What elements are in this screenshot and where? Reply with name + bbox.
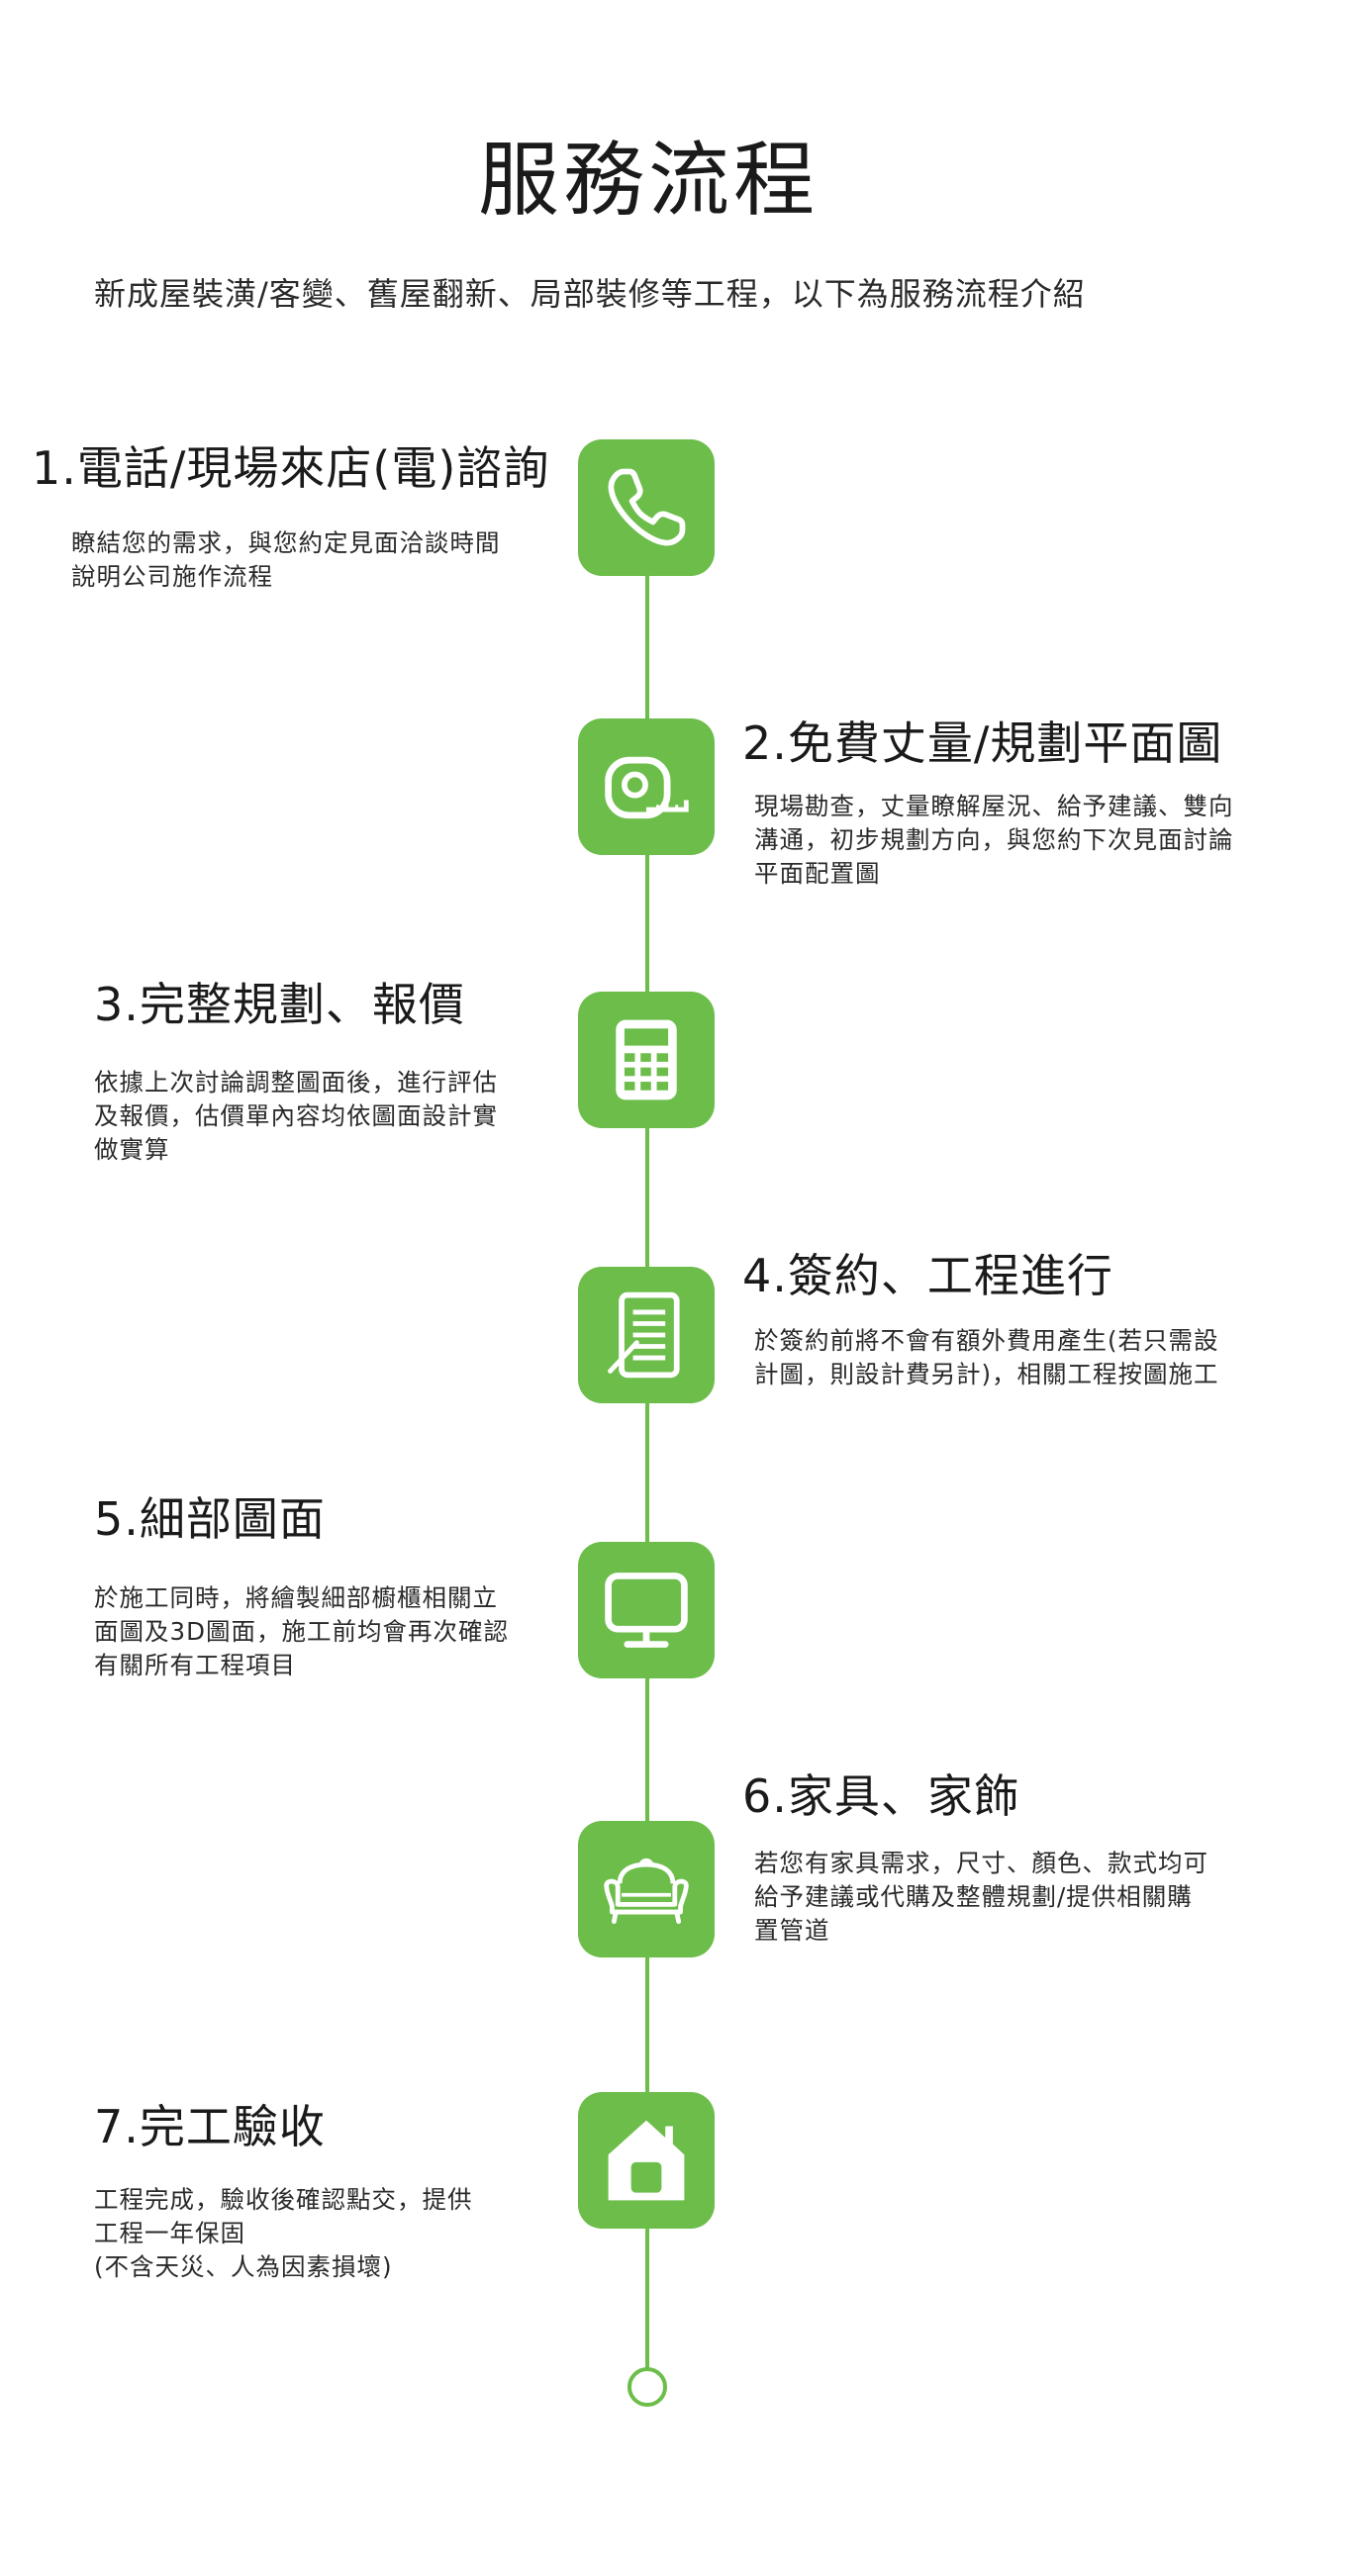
monitor-icon xyxy=(578,1542,715,1678)
step-description: 於簽約前將不會有額外費用產生(若只需設 計圖，則設計費另計)，相關工程按圖施工 xyxy=(754,1326,1219,1388)
step-title: 3.完整規劃、報價 xyxy=(94,978,465,1031)
timeline-line xyxy=(645,515,649,2375)
timeline-end-circle xyxy=(627,2367,667,2407)
step-description: 現場勘查，丈量瞭解屋況、給予建議、雙向 溝通，初步規劃方向，與您約下次見面討論 … xyxy=(754,792,1234,888)
step-title: 5.細部圖面 xyxy=(94,1492,326,1546)
step-title: 7.完工驗收 xyxy=(94,2100,326,2153)
step-title: 2.免費丈量/規劃平面圖 xyxy=(742,716,1223,770)
phone-icon xyxy=(578,439,715,576)
step-description: 於施工同時，將繪製細部櫥櫃相關立 面圖及3D圖面，施工前均會再次確認 有關所有工… xyxy=(94,1583,509,1679)
step-title: 4.簽約、工程進行 xyxy=(742,1249,1113,1302)
house-icon xyxy=(578,2092,715,2229)
page-subtitle: 新成屋裝潢/客變、舊屋翻新、局部裝修等工程，以下為服務流程介紹 xyxy=(94,275,1086,313)
step-description: 依據上次討論調整圖面後，進行評估 及報價，估價單內容均依圖面設計實 做實算 xyxy=(94,1068,498,1164)
page-title: 服務流程 xyxy=(477,134,819,228)
step-description: 瞭結您的需求，與您約定見面洽談時間 說明公司施作流程 xyxy=(71,528,501,591)
step-title: 1.電話/現場來店(電)諮詢 xyxy=(32,441,550,495)
step-description: 若您有家具需求，尺寸、顏色、款式均可 給予建議或代購及整體規劃/提供相關購 置管… xyxy=(754,1849,1208,1945)
step-title: 6.家具、家飾 xyxy=(742,1769,1020,1823)
tape-measure-icon xyxy=(578,718,715,855)
sofa-icon xyxy=(578,1821,715,1957)
calculator-icon xyxy=(578,992,715,1128)
contract-icon xyxy=(578,1267,715,1403)
step-description: 工程完成，驗收後確認點交，提供 工程一年保固 (不含天災、人為因素損壞) xyxy=(94,2185,473,2281)
